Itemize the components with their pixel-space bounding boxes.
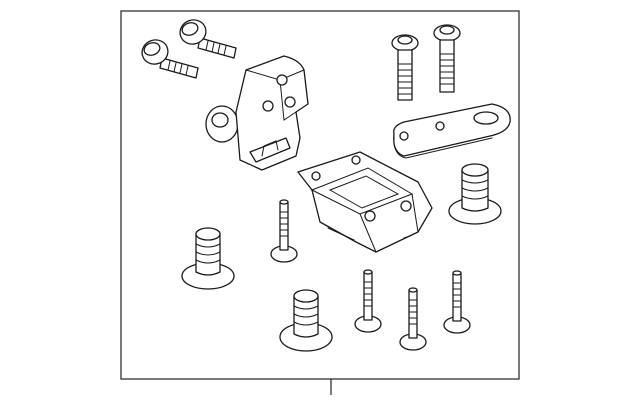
bolt-bottom-c xyxy=(443,270,471,334)
mount-bracket-center xyxy=(297,151,433,253)
bolt-bottom-b xyxy=(399,287,427,351)
bolt-center-small xyxy=(270,199,298,263)
mount-bracket-left xyxy=(205,55,309,171)
stud-bushing-right xyxy=(448,163,502,225)
bolt-top-left-lower xyxy=(141,39,199,79)
bolt-bottom-a xyxy=(354,269,382,333)
stud-bushing-bottom-center xyxy=(279,289,333,352)
bolt-top-right-b xyxy=(433,24,461,93)
bolt-top-right-a xyxy=(391,34,419,101)
bolt-top-left-upper xyxy=(179,19,237,59)
bracket-plate-right xyxy=(393,103,511,159)
stud-bushing-left xyxy=(181,227,235,290)
diagram-frame xyxy=(120,10,520,395)
